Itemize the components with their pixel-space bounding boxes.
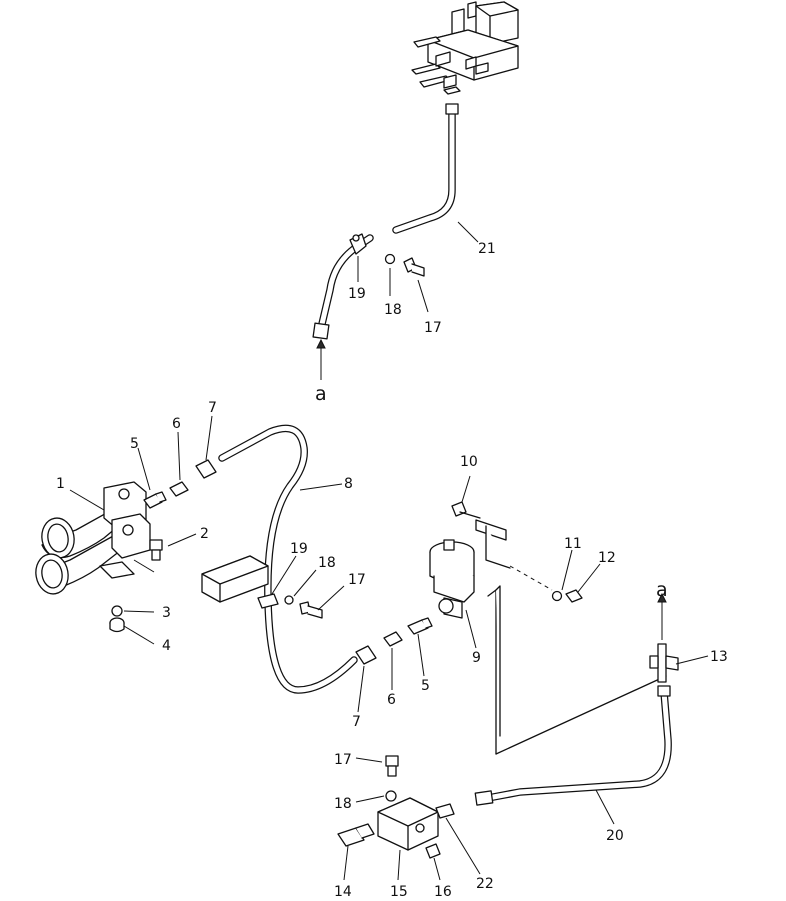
callout-14: 14 — [334, 884, 352, 900]
callout-20: 20 — [606, 828, 624, 844]
callout-1: 1 — [56, 476, 65, 492]
nut-12 — [565, 589, 583, 603]
fitting-5-bottom — [407, 617, 433, 635]
clamp-19-mid — [257, 593, 279, 609]
callout-10: 10 — [460, 454, 478, 470]
callout-16: 16 — [434, 884, 452, 900]
bolt-17-top — [403, 257, 425, 277]
hose-8 — [218, 424, 358, 694]
air-valve-assembly — [411, 1, 519, 95]
callout-9: 9 — [472, 650, 481, 666]
tube-20 — [474, 685, 672, 806]
union-6-bottom — [383, 631, 403, 647]
washer-3 — [111, 605, 123, 617]
callout-17-mid: 17 — [348, 572, 366, 588]
callout-7-top: 7 — [208, 400, 217, 416]
bolt-10 — [451, 501, 481, 519]
block-15 — [377, 797, 439, 851]
fitting-22 — [435, 803, 455, 819]
callout-8: 8 — [344, 476, 353, 492]
ref-arrow-a-right — [657, 592, 667, 640]
callout-2: 2 — [200, 526, 209, 542]
callout-22: 22 — [476, 876, 494, 892]
callout-6-top: 6 — [172, 416, 181, 432]
horn-valve-9 — [429, 539, 475, 619]
callout-19-top: 19 — [348, 286, 366, 302]
bracket-plate — [475, 519, 667, 755]
callout-5-top: 5 — [130, 436, 139, 452]
nut-4 — [109, 617, 125, 633]
ref-label-a-top: a — [315, 383, 327, 405]
callout-17-bottom: 17 — [334, 752, 352, 768]
callout-17-top: 17 — [424, 320, 442, 336]
callout-18-top: 18 — [384, 302, 402, 318]
clamp-19-top — [349, 233, 367, 255]
callout-11: 11 — [564, 536, 582, 552]
washer-11 — [551, 590, 563, 602]
callout-15: 15 — [390, 884, 408, 900]
callout-18-bottom: 18 — [334, 796, 352, 812]
union-6-top — [169, 481, 189, 497]
callout-12: 12 — [598, 550, 616, 566]
callout-21: 21 — [478, 241, 496, 257]
bolt-17-bottom — [385, 755, 399, 777]
washer-18-mid — [284, 595, 294, 605]
fitting-14 — [337, 823, 375, 847]
horn-assembly — [35, 481, 155, 595]
washer-18-top — [384, 253, 396, 265]
callout-6-bottom: 6 — [387, 692, 396, 708]
mounting-block — [201, 555, 269, 603]
callout-5-bottom: 5 — [421, 678, 430, 694]
tee-13 — [649, 643, 679, 683]
ref-arrow-a-top — [316, 338, 326, 380]
nut-7-top — [195, 459, 217, 479]
ref-label-a-right: a — [656, 579, 668, 601]
washer-18-bottom — [385, 790, 397, 802]
callout-19-mid: 19 — [290, 541, 308, 557]
callout-4: 4 — [162, 638, 171, 654]
callout-18-mid: 18 — [318, 555, 336, 571]
plug-16 — [425, 843, 441, 859]
callout-7-bottom: 7 — [352, 714, 361, 730]
fitting-5-top — [143, 491, 167, 509]
callout-3: 3 — [162, 605, 171, 621]
callout-13: 13 — [710, 649, 728, 665]
nut-7-bottom — [355, 645, 377, 665]
bolt-2 — [149, 539, 163, 561]
